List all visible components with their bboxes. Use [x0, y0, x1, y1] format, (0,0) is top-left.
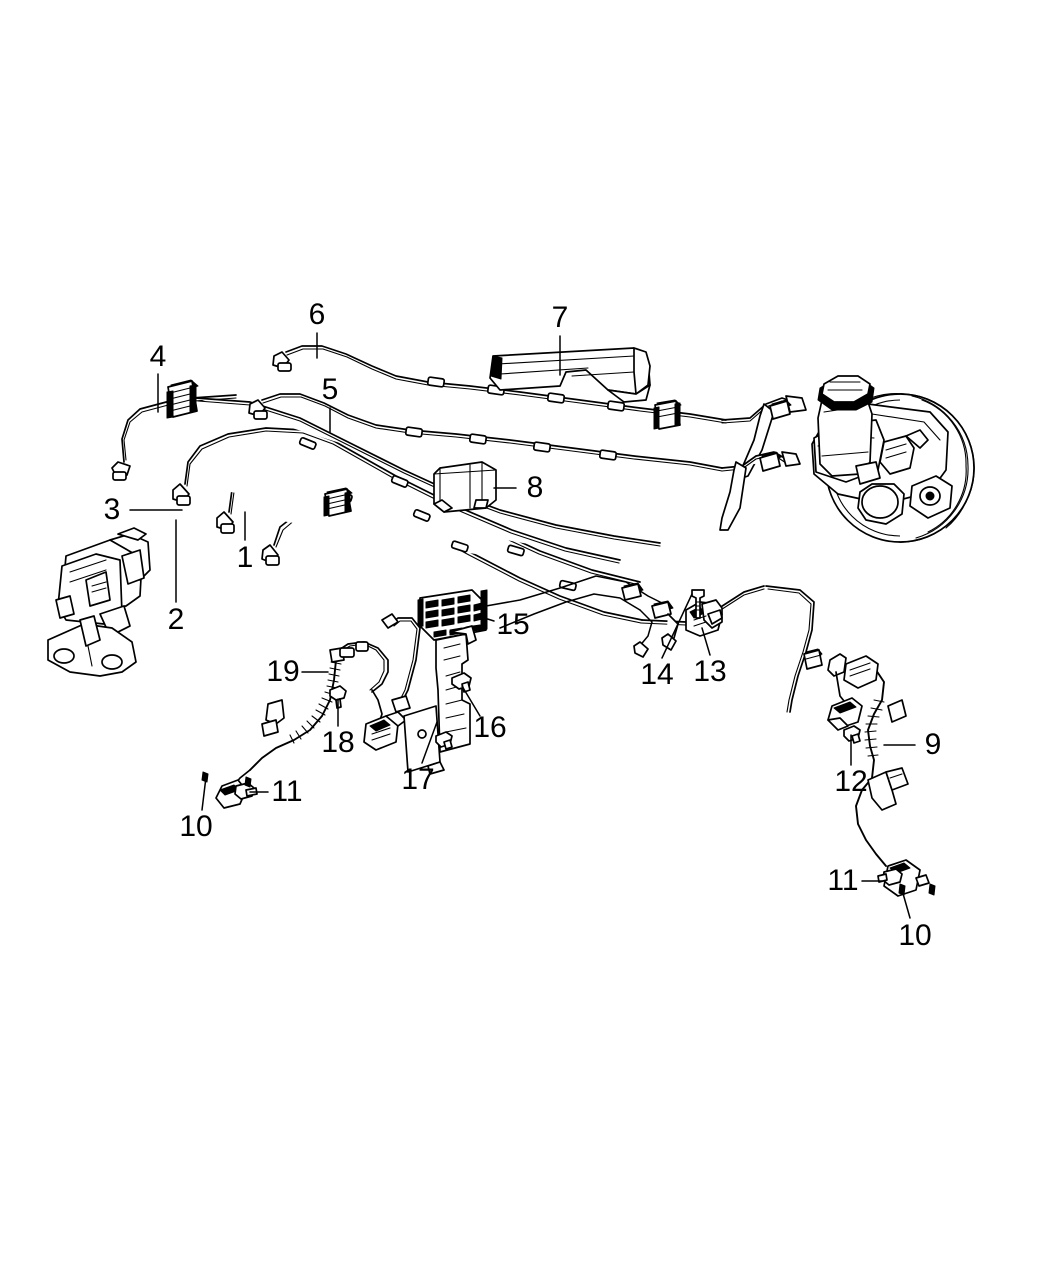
callout-number-5: 5 — [321, 373, 339, 406]
callout-number-8: 8 — [526, 471, 544, 504]
retainer-clip-13 — [685, 599, 723, 637]
callout-leader-17 — [421, 721, 438, 764]
callout-number-17: 17 — [401, 763, 435, 796]
screw-16b — [435, 731, 453, 750]
tube-clip-cover-8 — [433, 461, 497, 513]
callout-leader-16 — [461, 685, 481, 717]
callout-number-18: 18 — [321, 726, 355, 759]
callout-leader-lines — [129, 332, 916, 919]
callout-number-15: 15 — [496, 608, 530, 641]
mounting-bracket-17 — [403, 625, 477, 775]
callout-number-16: 16 — [473, 711, 507, 744]
callout-leader-10 — [901, 889, 911, 919]
callout-number-6: 6 — [308, 298, 326, 331]
line-retainer-clip-upper-left — [166, 379, 199, 419]
brake-tube-4-run — [195, 397, 661, 547]
callout-number-19: 19 — [266, 655, 300, 688]
callout-number-10a: 10 — [179, 810, 213, 843]
callout-number-10b: 10 — [898, 919, 932, 952]
callout-number-2: 2 — [167, 603, 185, 636]
brake-hose-19 — [215, 641, 407, 809]
callout-leader-14 — [661, 593, 693, 659]
washer-10-right-b — [928, 883, 936, 896]
callout-number-1: 1 — [236, 541, 254, 574]
callout-number-11a: 11 — [271, 775, 303, 808]
callout-leader-13 — [701, 627, 711, 656]
callout-number-14: 14 — [640, 658, 674, 691]
callout-number-11b: 11 — [827, 864, 859, 897]
hose-upper-fitting — [827, 697, 863, 731]
rear-tube-collars — [404, 376, 626, 461]
callout-number-7: 7 — [551, 301, 569, 334]
callout-number-3: 3 — [103, 493, 121, 526]
screw-14 — [691, 589, 705, 619]
tube-collars — [298, 436, 577, 592]
brake-tube-bracket-lower — [719, 451, 801, 531]
connector-body-a — [621, 582, 644, 601]
banjo-bolt-11-right — [877, 868, 903, 886]
callout-number-4: 4 — [149, 340, 167, 373]
callout-leader-15 — [477, 615, 495, 622]
connector-body-b — [651, 600, 674, 619]
callout-number-13: 13 — [693, 655, 727, 688]
line-retainer-clip-mid — [323, 487, 353, 517]
brake-booster-assembly — [811, 375, 975, 543]
callout-leader-10 — [201, 776, 207, 811]
line-hoop-bracket — [381, 613, 421, 713]
heat-shield-7 — [489, 347, 651, 403]
callout-number-9: 9 — [924, 728, 942, 761]
washer-10-left-b — [244, 776, 252, 788]
abs-hydraulic-control-unit — [47, 527, 151, 677]
abs-sensor-line-mid — [485, 575, 679, 658]
brake-hose-9 — [765, 585, 930, 897]
line-retainer-clip-rear — [653, 399, 682, 430]
line-clip-9 — [803, 648, 823, 670]
washer-10-left-a — [201, 771, 209, 783]
hose-fitting-19 — [363, 711, 407, 751]
callout-number-12: 12 — [834, 765, 868, 798]
screw-12 — [843, 725, 861, 744]
screw-16a — [451, 672, 472, 693]
